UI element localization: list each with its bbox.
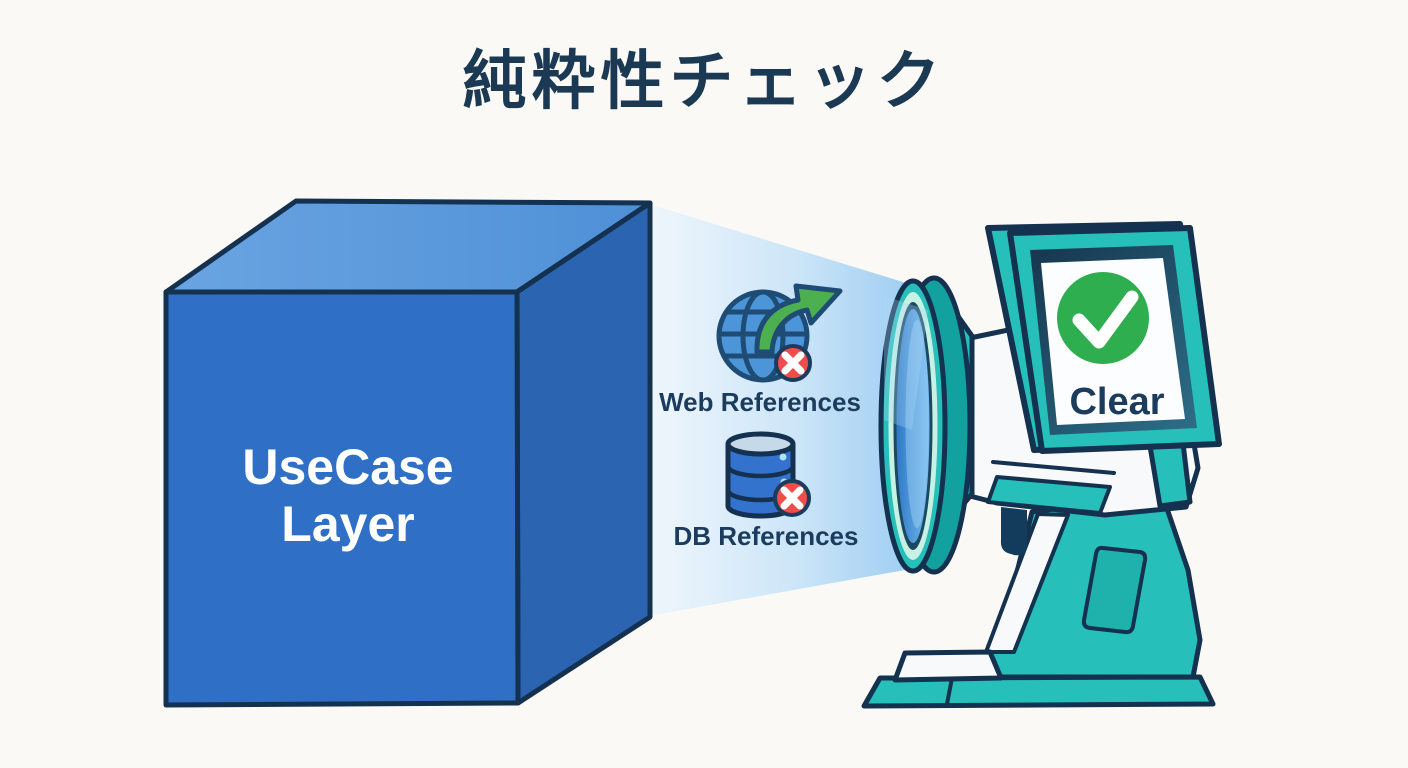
globe-export-blocked-icon (716, 283, 843, 383)
db-references-item: DB References (674, 431, 859, 551)
db-references-label: DB References (674, 521, 859, 551)
database-blocked-icon (725, 431, 811, 519)
scanner-stand-panel (1081, 545, 1148, 635)
blocked-x-badge (773, 479, 811, 517)
monitor-neck (1147, 440, 1193, 509)
scanner-base-platform (892, 649, 1004, 683)
scanner-device: Clear (861, 221, 1222, 709)
blocked-x-badge (774, 344, 812, 382)
export-arrow-icon (754, 283, 843, 355)
cube-label-line1: UseCase (242, 439, 453, 495)
web-references-label: Web References (659, 387, 861, 417)
scanner-stand-stripe (984, 512, 1070, 654)
scanner-body-wedge (986, 475, 1112, 515)
beam-glow-overlay (884, 296, 928, 430)
usecase-layer-cube (163, 198, 653, 708)
cube-right-face (514, 200, 653, 706)
check-circle-icon (1057, 272, 1149, 364)
cube-label-line2: Layer (281, 496, 414, 552)
scanner-trigger (1000, 507, 1027, 556)
scanner-monitor: Clear (985, 221, 1222, 454)
scan-beam (649, 204, 916, 616)
scan-result-label: Clear (1069, 381, 1164, 423)
cube-front-face (163, 289, 521, 708)
scanner-lens (878, 275, 973, 575)
page-title: 純粋性チェック (462, 45, 946, 117)
web-references-item: Web References (659, 283, 861, 417)
